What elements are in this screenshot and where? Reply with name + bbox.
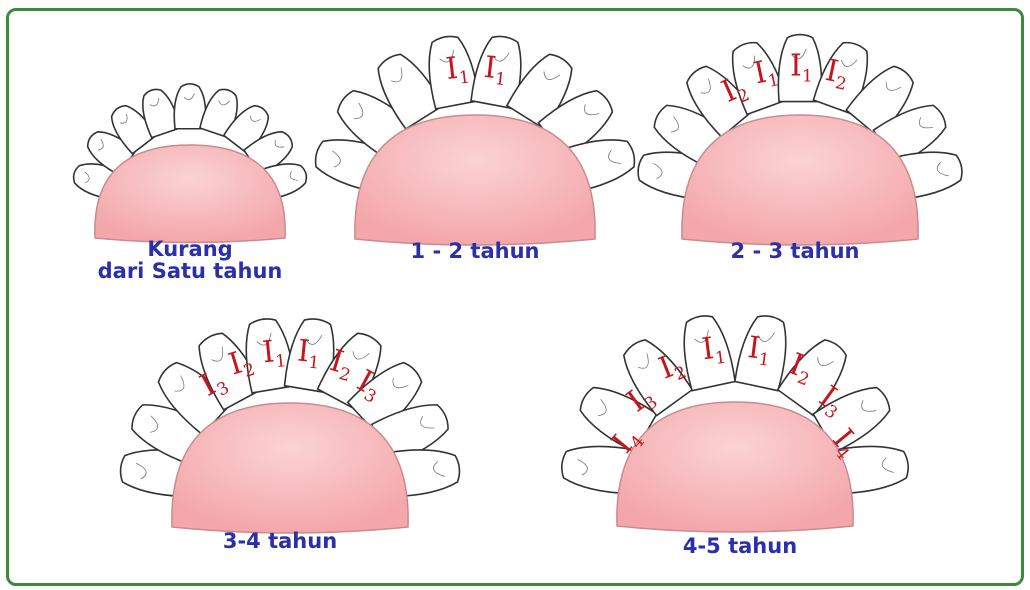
caption: 4-5 tahun [560,535,920,557]
svg-text:1: 1 [458,67,471,88]
caption-line: dari Satu tahun [70,260,310,282]
caption-line: 2 - 3 tahun [640,240,950,262]
jaw-illustration [70,80,310,230]
svg-text:1: 1 [307,353,320,374]
caption-line: Kurang [70,238,310,260]
svg-text:1: 1 [494,69,507,90]
svg-text:1: 1 [802,67,813,87]
caption-line: 3-4 tahun [120,530,440,552]
caption: 1 - 2 tahun [330,240,620,262]
caption: Kurang dari Satu tahun [70,238,310,282]
caption-line: 4-5 tahun [560,535,920,557]
caption: 3-4 tahun [120,530,440,552]
svg-text:I: I [790,49,802,84]
panel-under-one-year: Kurang dari Satu tahun [70,80,310,290]
caption: 2 - 3 tahun [640,240,950,262]
caption-line: 1 - 2 tahun [330,240,620,262]
svg-text:1: 1 [275,351,288,372]
